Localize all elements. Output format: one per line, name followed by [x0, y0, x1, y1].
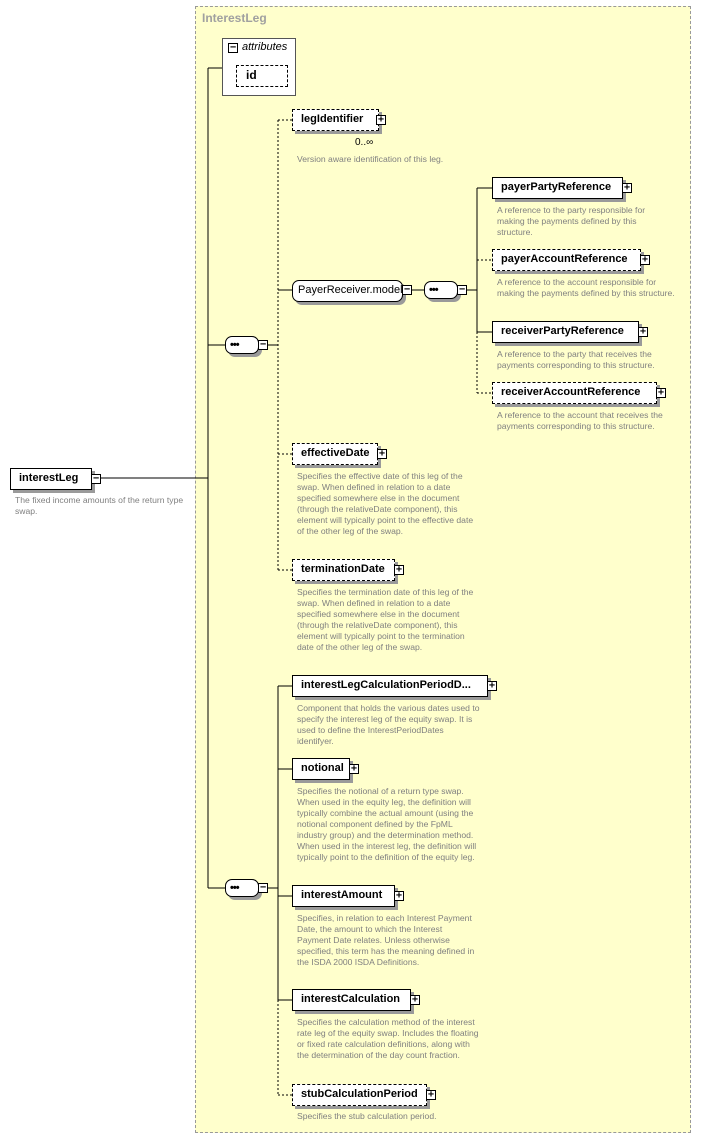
element-receiveraccountreference[interactable]: receiverAccountReference: [492, 382, 657, 404]
sequence-icon: •••: [429, 284, 439, 296]
stubcalculationperiod-description: Specifies the stub calculation period.: [297, 1111, 437, 1121]
sequence-1-collapse-toggle[interactable]: −: [258, 339, 268, 350]
element-terminationdate[interactable]: terminationDate: [292, 559, 395, 581]
element-payerpartyreference[interactable]: payerPartyReference: [492, 177, 623, 199]
interestlegcalculationperioddates-description: Component that holds the various dates u…: [297, 703, 480, 746]
receiveraccountreference-description: A reference to the account that receives…: [497, 410, 663, 431]
interestcalculation-description: Specifies the calculation method of the …: [297, 1017, 479, 1060]
attribute-id[interactable]: id: [236, 65, 288, 87]
stubcalculationperiod-expand-toggle[interactable]: +: [426, 1089, 436, 1100]
element-stubcalculationperiod[interactable]: stubCalculationPeriod: [292, 1084, 427, 1106]
interestamount-description: Specifies, in relation to each Interest …: [297, 913, 475, 967]
payeraccountreference-description: A reference to the account responsible f…: [497, 277, 675, 298]
sequence-icon: •••: [230, 339, 240, 351]
element-legidentifier[interactable]: legIdentifier: [292, 109, 379, 131]
sequence-2-collapse-toggle[interactable]: −: [258, 882, 268, 893]
element-interestamount[interactable]: interestAmount: [292, 885, 395, 907]
element-interestcalculation[interactable]: interestCalculation: [292, 989, 411, 1011]
element-interestlegcalculationperioddates[interactable]: interestLegCalculationPeriodD...: [292, 675, 488, 697]
notional-description: Specifies the notional of a return type …: [297, 786, 477, 862]
root-element-interestleg[interactable]: interestLeg: [10, 468, 92, 490]
interestamount-expand-toggle[interactable]: +: [394, 890, 404, 901]
terminationdate-description: Specifies the termination date of this l…: [297, 587, 474, 652]
group-title: InterestLeg: [202, 11, 267, 25]
payerpartyreference-expand-toggle[interactable]: +: [622, 182, 632, 193]
receiverpartyreference-description: A reference to the party that receives t…: [497, 349, 655, 370]
receiverpartyreference-expand-toggle[interactable]: +: [638, 326, 648, 337]
effectivedate-description: Specifies the effective date of this leg…: [297, 471, 474, 536]
interestlegcalculationperioddates-expand-toggle[interactable]: +: [487, 680, 497, 691]
legidentifier-description: Version aware identification of this leg…: [297, 154, 444, 164]
element-effectivedate[interactable]: effectiveDate: [292, 443, 378, 465]
payerpartyreference-description: A reference to the party responsible for…: [497, 205, 646, 237]
attributes-collapse-toggle[interactable]: −: [228, 42, 238, 53]
legidentifier-cardinality: 0..∞: [355, 137, 374, 148]
sequence-inner-collapse-toggle[interactable]: −: [457, 284, 467, 295]
root-description: The fixed income amounts of the return t…: [15, 495, 184, 516]
interestcalculation-expand-toggle[interactable]: +: [410, 994, 420, 1005]
element-payeraccountreference[interactable]: payerAccountReference: [492, 249, 641, 271]
element-notional[interactable]: notional: [292, 758, 350, 780]
element-receiverpartyreference[interactable]: receiverPartyReference: [492, 321, 639, 343]
effectivedate-expand-toggle[interactable]: +: [377, 448, 387, 459]
group-ref-payerreceiver-model[interactable]: PayerReceiver.model: [292, 280, 403, 302]
receiveraccountreference-expand-toggle[interactable]: +: [656, 387, 666, 398]
notional-expand-toggle[interactable]: +: [349, 763, 359, 774]
legidentifier-expand-toggle[interactable]: +: [376, 114, 386, 125]
payerreceiver-collapse-toggle[interactable]: −: [402, 284, 412, 295]
payeraccountreference-expand-toggle[interactable]: +: [640, 254, 650, 265]
attributes-title: attributes: [242, 41, 288, 53]
terminationdate-expand-toggle[interactable]: +: [394, 564, 404, 575]
sequence-icon: •••: [230, 882, 240, 894]
root-collapse-toggle[interactable]: −: [91, 473, 101, 484]
